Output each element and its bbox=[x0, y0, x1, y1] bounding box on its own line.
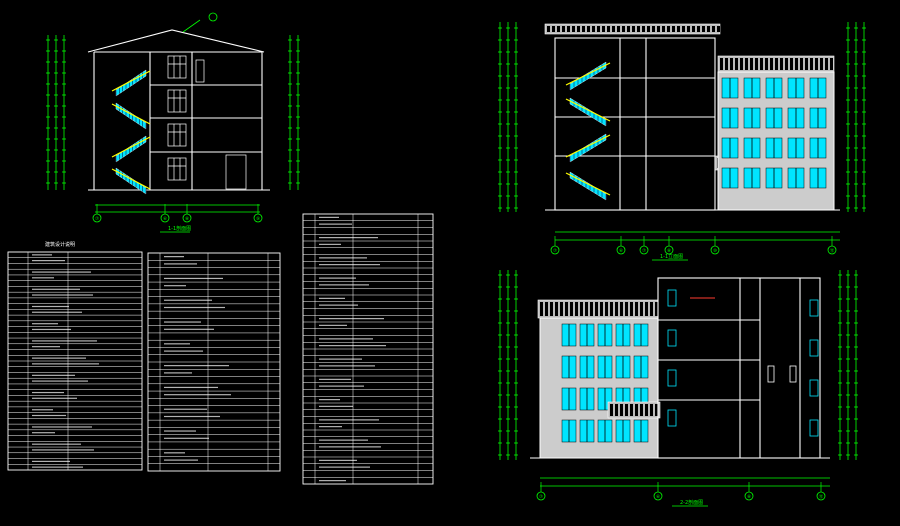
axis-bubble bbox=[160, 213, 170, 223]
door bbox=[789, 365, 797, 383]
axis-label: ⑦ bbox=[642, 248, 647, 254]
stair-handrail bbox=[565, 134, 611, 158]
stair-handrail bbox=[565, 172, 611, 196]
window bbox=[167, 123, 187, 147]
stair-handrail bbox=[565, 62, 611, 86]
axis-label: ⑧ bbox=[667, 248, 672, 254]
axis-label: ⑥ bbox=[656, 494, 661, 500]
axis-label: ⑫ bbox=[819, 493, 824, 500]
section-view-2: ⑦ ⑥ ⑧ ⑫ 2-2剖面图 bbox=[498, 270, 858, 507]
materials-table-a bbox=[147, 252, 281, 472]
door bbox=[767, 365, 775, 383]
stair-handrail bbox=[111, 103, 151, 125]
axis-label: ⑨ bbox=[256, 216, 261, 222]
axis-bubble bbox=[827, 245, 837, 255]
window bbox=[167, 157, 187, 181]
axis-bubble bbox=[550, 245, 560, 255]
axis-label: ⑫ bbox=[830, 247, 835, 254]
notes-table-title: 建筑设计说明 bbox=[45, 241, 75, 248]
axis-label: ⑦ bbox=[553, 248, 558, 254]
axis-label: ⑧ bbox=[185, 216, 190, 222]
axis-label: ⑦ bbox=[95, 216, 100, 222]
axis-label: ⑩ bbox=[713, 248, 718, 254]
axis-bubble bbox=[816, 491, 826, 501]
axis-label: ⑥ bbox=[163, 216, 168, 222]
elevation-title: 1-1立面图 bbox=[660, 253, 683, 260]
axis-bubble bbox=[653, 491, 663, 501]
window bbox=[809, 379, 819, 397]
window bbox=[667, 369, 677, 387]
axis-bubble bbox=[182, 213, 192, 223]
axis-label: ⑧ bbox=[747, 494, 752, 500]
design-notes-table: 建筑设计说明 bbox=[7, 241, 143, 471]
window bbox=[809, 419, 819, 437]
axis-bubble bbox=[253, 213, 263, 223]
axis-bubble bbox=[639, 245, 649, 255]
elevation-view-main: ⑦ ⑥ ⑦ ⑧ ⑩ ⑫ 1-1立面图 bbox=[498, 22, 866, 261]
section-2-title: 2-2剖面图 bbox=[680, 499, 703, 506]
section-view-1: ⑦ ⑥ ⑧ ⑨ 1-1剖面图 bbox=[46, 12, 300, 233]
window bbox=[167, 55, 187, 79]
window bbox=[667, 409, 677, 427]
axis-bubble bbox=[710, 245, 720, 255]
axis-bubble bbox=[664, 245, 674, 255]
section-1-title: 1-1剖面图 bbox=[168, 225, 191, 232]
stair-handrail bbox=[111, 136, 151, 158]
axis-bubble bbox=[616, 245, 626, 255]
stair-handrail bbox=[565, 98, 611, 122]
axis-bubble bbox=[536, 491, 546, 501]
window bbox=[667, 289, 677, 307]
window bbox=[167, 89, 187, 113]
window bbox=[809, 339, 819, 357]
window bbox=[809, 299, 819, 317]
axis-bubble bbox=[744, 491, 754, 501]
stair-handrail bbox=[111, 168, 151, 190]
door bbox=[225, 154, 247, 190]
door bbox=[195, 59, 205, 83]
axis-label: ⑥ bbox=[619, 248, 624, 254]
materials-table-b bbox=[302, 213, 434, 485]
axis-bubble bbox=[92, 213, 102, 223]
window bbox=[667, 329, 677, 347]
axis-label: ⑦ bbox=[539, 494, 544, 500]
stair-handrail bbox=[111, 70, 151, 92]
